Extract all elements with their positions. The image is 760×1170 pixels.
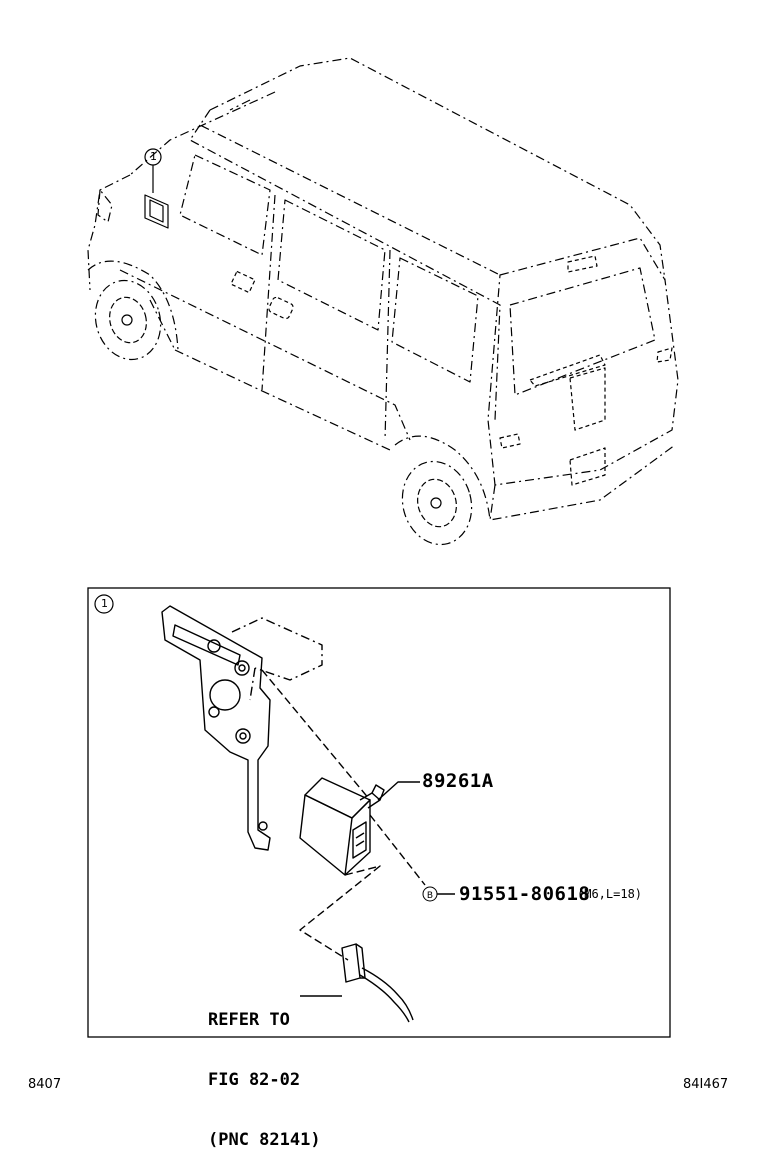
parts-diagram: B	[87, 57, 679, 1038]
footer-left-code: 8407	[28, 1077, 62, 1092]
part-number-module[interactable]: 89261A	[422, 770, 494, 792]
rear-outline	[487, 237, 679, 486]
rear-wheel	[394, 435, 491, 546]
harness-connector	[341, 943, 414, 1023]
callout-circle-vehicle	[144, 148, 162, 166]
reference-line-3: (PNC 82141)	[208, 1130, 321, 1150]
roof-outline	[209, 57, 666, 281]
part-number-bolt[interactable]: 91551-80618	[459, 883, 591, 905]
detail-frame	[87, 587, 671, 1038]
side-window-1	[277, 199, 386, 331]
bracket-detail	[161, 605, 455, 1023]
module-location	[144, 165, 169, 229]
roof-front	[129, 91, 276, 176]
front-wheel	[87, 260, 179, 361]
vehicle-illustration	[87, 57, 679, 546]
reference-line-1: REFER TO	[208, 1010, 290, 1030]
callout-number-detail: 1	[101, 597, 108, 610]
roof-side	[199, 109, 501, 276]
body-side	[87, 174, 131, 291]
footer-right-code: 84I467	[683, 1077, 729, 1092]
side-window-2	[391, 257, 479, 383]
reference-line-2: FIG 82-02	[208, 1070, 301, 1090]
callout-circle-detail	[94, 594, 114, 614]
leader-89261A	[377, 781, 420, 801]
front-window	[179, 154, 271, 256]
rear-window	[509, 267, 656, 396]
callout-number-vehicle: 1	[150, 150, 157, 163]
reference-note[interactable]: REFER TO FIG 82-02 (PNC 82141)	[208, 970, 321, 1170]
bolt-marker-letter: B	[427, 891, 433, 901]
mounting-bracket	[161, 605, 271, 851]
control-module	[299, 777, 385, 876]
bolt-spec: (M6,L=18)	[577, 887, 643, 901]
bolt-marker-circle	[422, 886, 438, 902]
